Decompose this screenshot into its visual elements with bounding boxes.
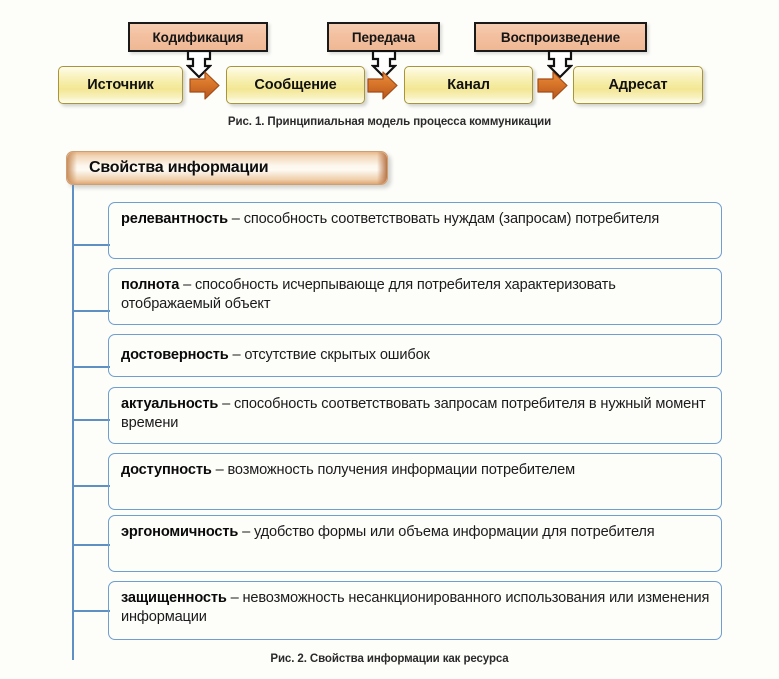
right-arrow-icon: [367, 71, 398, 100]
property-term: эргономичность: [121, 524, 239, 540]
property-item-relevance: релевантность – способность соответствов…: [108, 202, 722, 259]
process-box-label: Воспроизведение: [500, 29, 621, 45]
property-dash: –: [228, 346, 245, 363]
property-definition: способность соответствовать нуждам (запр…: [243, 211, 660, 227]
header-right-bevel: [377, 152, 387, 184]
property-definition: невозможность несанкционированного испол…: [121, 590, 710, 626]
stage-box-label: Сообщение: [254, 77, 337, 93]
stage-box-label: Канал: [447, 77, 490, 93]
tree-branch-line: [72, 244, 110, 246]
property-dash: –: [179, 277, 195, 293]
property-term: полнота: [121, 277, 180, 293]
properties-header-label: Свойства информации: [89, 159, 269, 176]
property-dash: –: [227, 211, 244, 227]
property-item-security: защищенность – невозможность несанкциони…: [108, 581, 722, 640]
property-term: актуальность: [121, 396, 219, 412]
tree-branch-line: [72, 610, 110, 612]
property-item-reliability: достоверность – отсутствие скрытых ошибо…: [108, 334, 722, 377]
process-box-reproduction: Воспроизведение: [474, 22, 647, 52]
tree-branch-line: [72, 310, 110, 312]
property-item-ergonomics: эргономичность – удобство формы или объе…: [108, 515, 722, 572]
property-item-accessibility: доступность – возможность получения инфо…: [108, 453, 722, 510]
stage-box-message: Сообщение: [226, 66, 365, 104]
property-term: защищенность: [121, 590, 227, 606]
process-box-transmission: Передача: [327, 22, 440, 52]
process-box-codification: Кодификация: [128, 22, 268, 52]
property-definition: способность исчерпывающе для потребителя…: [121, 277, 616, 313]
property-term: доступность: [121, 462, 212, 478]
property-definition: отсутствие скрытых ошибок: [244, 346, 430, 363]
property-item-timeliness: актуальность – способность соответствова…: [108, 387, 722, 444]
property-dash: –: [218, 396, 234, 412]
property-term: релевантность: [121, 211, 228, 227]
tree-branch-line: [72, 485, 110, 487]
property-dash: –: [211, 462, 228, 478]
process-box-label: Передача: [351, 29, 416, 45]
property-item-completeness: полнота – способность исчерпывающе для п…: [108, 268, 722, 325]
property-term: достоверность: [121, 346, 229, 363]
tree-branch-line: [72, 544, 110, 546]
stage-box-recipient: Адресат: [573, 66, 703, 104]
right-arrow-icon: [189, 71, 220, 100]
down-arrow-icon: [371, 50, 397, 78]
property-definition: возможность получения информации потреби…: [227, 462, 575, 478]
down-arrow-icon: [547, 50, 573, 78]
figure1-caption: Рис. 1. Принципиальная модель процесса к…: [227, 116, 552, 128]
property-dash: –: [226, 590, 243, 606]
properties-header-box: Свойства информации: [66, 151, 388, 185]
down-arrow-icon: [186, 50, 212, 78]
tree-branch-line: [72, 419, 110, 421]
process-box-label: Кодификация: [152, 29, 244, 45]
stage-box-label: Адресат: [608, 77, 668, 93]
stage-box-source: Источник: [58, 66, 183, 104]
stage-box-channel: Канал: [404, 66, 533, 104]
figure2-caption: Рис. 2. Свойства информации как ресурса: [270, 653, 509, 665]
property-definition: удобство формы или объема информации для…: [254, 524, 655, 540]
communication-model-figure: Кодификация Передача Воспроизведение Ист…: [0, 0, 779, 140]
right-arrow-icon: [537, 71, 568, 100]
header-left-bevel: [67, 152, 77, 184]
tree-branch-line: [72, 366, 110, 368]
property-dash: –: [238, 524, 255, 540]
information-properties-figure: Свойства информации релевантность – спос…: [0, 140, 779, 679]
stage-box-label: Источник: [87, 77, 154, 93]
tree-trunk-line: [72, 185, 74, 660]
property-definition: способность соответствовать запросам пот…: [121, 396, 706, 432]
